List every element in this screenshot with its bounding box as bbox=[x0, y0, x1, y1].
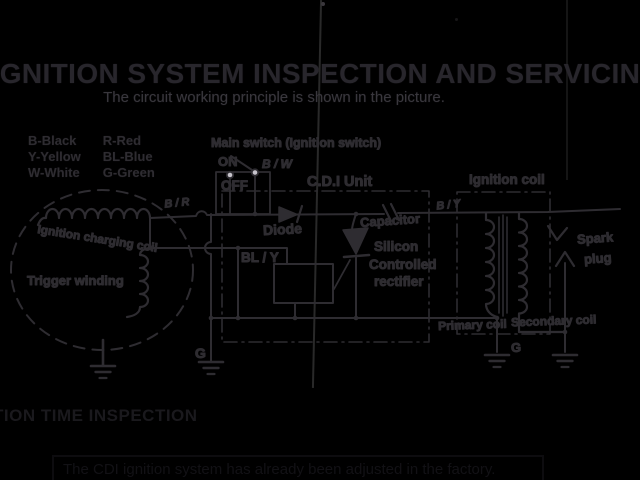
switch-off-label: OFF bbox=[221, 178, 248, 193]
switch-lever-icon bbox=[230, 155, 253, 171]
main-switch-label: Main switch (Ignition switch) bbox=[211, 136, 381, 150]
ignition-coil-box bbox=[456, 191, 551, 335]
page-title: GNITION SYSTEM INSPECTION AND SERVICIN bbox=[0, 58, 640, 89]
legend-item: G-Green bbox=[102, 165, 155, 180]
wire-by-label: B / Y bbox=[436, 198, 463, 213]
page-subtitle: The circuit working principle is shown i… bbox=[103, 89, 445, 106]
ground-icon bbox=[89, 338, 117, 380]
charging-coil-icon bbox=[36, 207, 152, 227]
note-box: The CDI ignition system has already been… bbox=[52, 455, 544, 480]
trigger-winding-label: Trigger winding bbox=[27, 273, 124, 288]
ground-label-right: G bbox=[511, 340, 521, 355]
scr-label-line3: rectifier bbox=[374, 274, 424, 289]
ground-icon bbox=[551, 353, 579, 369]
ignition-coil-label: Ignition coil bbox=[469, 172, 545, 187]
legend-column-1: B-Black Y-Yellow W-White bbox=[28, 133, 81, 181]
primary-coil-label: Primary coil bbox=[438, 317, 507, 333]
ground-label-left: G bbox=[195, 345, 206, 361]
primary-winding-icon bbox=[484, 211, 499, 319]
wire-top-left bbox=[149, 210, 385, 219]
diode-label: Diode bbox=[263, 220, 303, 238]
wire-trigger bbox=[151, 247, 288, 319]
wire-top-right bbox=[397, 208, 621, 214]
capacitor-label: Capacitor bbox=[360, 211, 421, 230]
ground-icon bbox=[197, 360, 225, 376]
switch-on-label: ON bbox=[218, 154, 238, 169]
legend-item: B-Black bbox=[28, 133, 77, 148]
switch-wires bbox=[229, 175, 256, 215]
spark-plug-icon bbox=[546, 224, 576, 353]
secondary-coil-label: Secondary coil bbox=[511, 312, 597, 329]
junction-dots bbox=[147, 211, 568, 335]
spark-label-line2: plug bbox=[584, 250, 612, 267]
wire-color-legend: B-Black Y-Yellow W-White R-Red BL-Blue G… bbox=[28, 133, 155, 181]
spark-label-line1: Spark bbox=[577, 229, 615, 247]
capacitor-icon bbox=[381, 202, 401, 223]
wire-bw-label: B / W bbox=[262, 157, 294, 171]
section-title: TION TIME INSPECTION bbox=[0, 406, 198, 425]
trigger-circuit-box bbox=[273, 263, 334, 304]
magneto-outline bbox=[10, 189, 194, 351]
legend-item: R-Red bbox=[102, 133, 142, 148]
legend-column-2: R-Red BL-Blue G-Green bbox=[103, 133, 155, 181]
wire-br-label: B / R bbox=[164, 196, 190, 211]
scr-label-line1: Silicon bbox=[374, 239, 418, 254]
paper-speck bbox=[455, 18, 458, 21]
switch-box bbox=[215, 171, 271, 215]
legend-item: Y-Yellow bbox=[28, 149, 81, 164]
charging-coil-label: Ignition charging coil bbox=[37, 222, 159, 255]
scr-label-line2: Controlled bbox=[369, 257, 437, 272]
diode-icon bbox=[278, 204, 304, 224]
secondary-winding-icon bbox=[517, 211, 567, 334]
paper-speck bbox=[321, 2, 325, 6]
cdi-unit-box bbox=[221, 190, 430, 343]
main-switch bbox=[215, 155, 271, 215]
coil-core-icon bbox=[498, 214, 508, 317]
wire-return-left bbox=[204, 213, 212, 363]
legend-item: W-White bbox=[28, 165, 80, 180]
ground-icon bbox=[483, 353, 511, 369]
note-text: The CDI ignition system has already been… bbox=[63, 461, 496, 478]
cdi-unit-label: C.D.I Unit bbox=[307, 174, 372, 190]
scr-icon bbox=[333, 213, 371, 319]
wire-bly-label: BL / Y bbox=[241, 250, 279, 265]
trigger-winding-icon bbox=[125, 246, 154, 319]
legend-item: BL-Blue bbox=[102, 149, 153, 164]
